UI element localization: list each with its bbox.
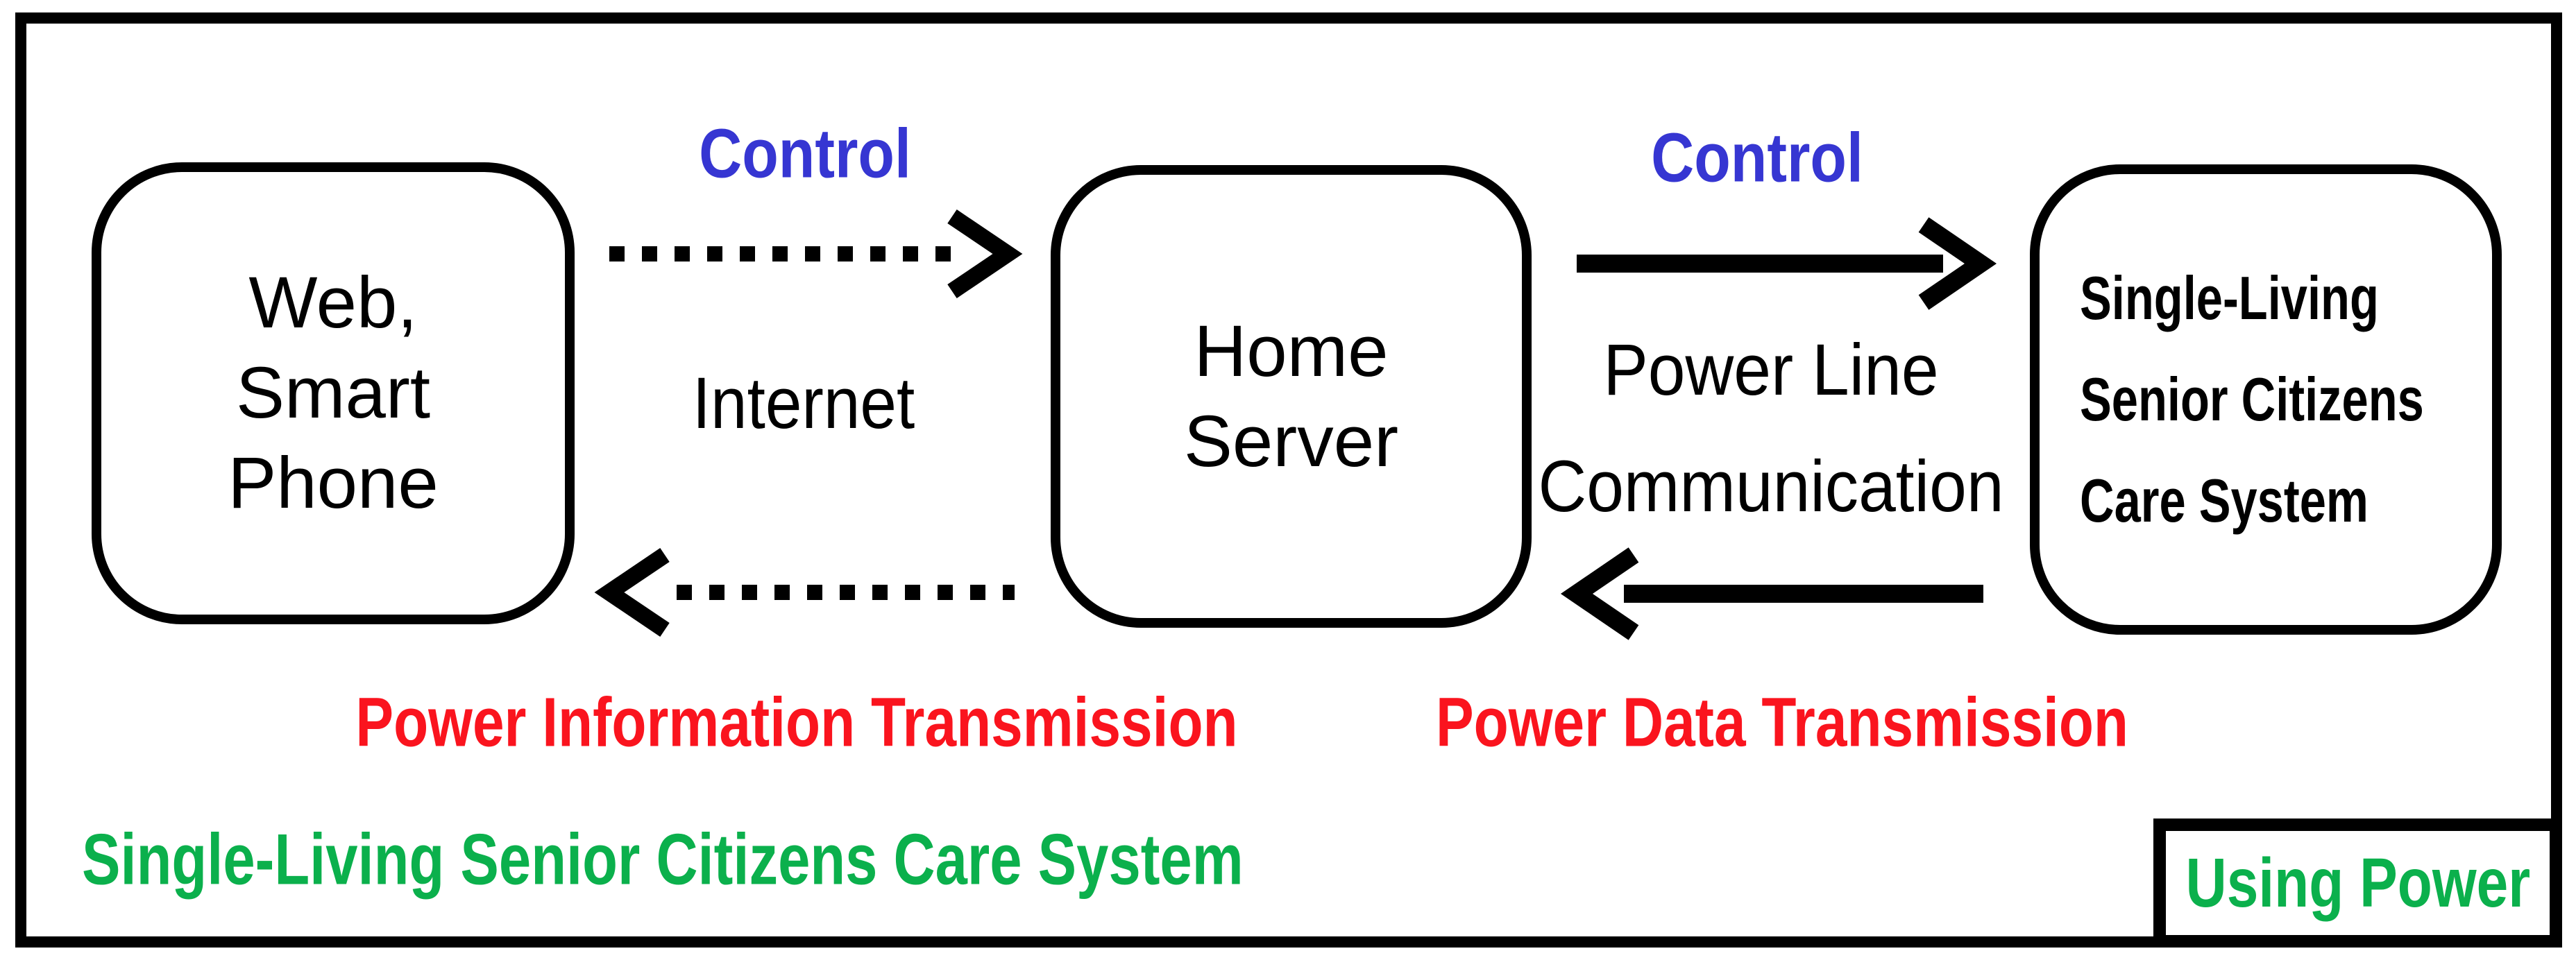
plc-label-line1: Power Line [1603, 329, 1939, 411]
power-information-transmission-label: Power Information Transmission [355, 683, 1238, 762]
using-power-label: Using Power [2185, 843, 2530, 922]
plc-label-line2: Communication [1538, 446, 2004, 527]
diagram-caption: Single-Living Senior Citizens Care Syste… [82, 819, 1244, 900]
using-power-legend-box: Using Power [2153, 818, 2562, 948]
dotted-arrow-control-right [609, 209, 1023, 298]
internet-label: Internet [692, 363, 915, 444]
node-web-smartphone: Web, Smart Phone [92, 162, 575, 624]
node-label-line: Smart [235, 352, 431, 434]
node-label-line: Senior Citizens [2080, 365, 2424, 434]
node-label-line: Care System [2080, 466, 2369, 535]
power-data-transmission-label: Power Data Transmission [1435, 683, 2129, 762]
control-label-left: Control [699, 114, 911, 193]
node-home-server: Home Server [1051, 165, 1532, 628]
solid-arrow-power-data-left [1560, 547, 1983, 640]
node-label-line: Server [1183, 400, 1399, 482]
node-label-line: Web, [248, 262, 418, 343]
dotted-arrow-power-info-left [594, 548, 1015, 637]
node-label-line: Phone [228, 443, 439, 524]
node-label-line: Home [1194, 310, 1389, 392]
power-line-communication-label: Power Line Communication [1538, 312, 2003, 545]
node-care-system: Single-Living Senior Citizens Care Syste… [2030, 164, 2502, 635]
solid-arrow-control-right [1577, 217, 1997, 310]
node-label-line: Single-Living [2080, 264, 2379, 332]
control-label-right: Control [1651, 119, 1863, 197]
